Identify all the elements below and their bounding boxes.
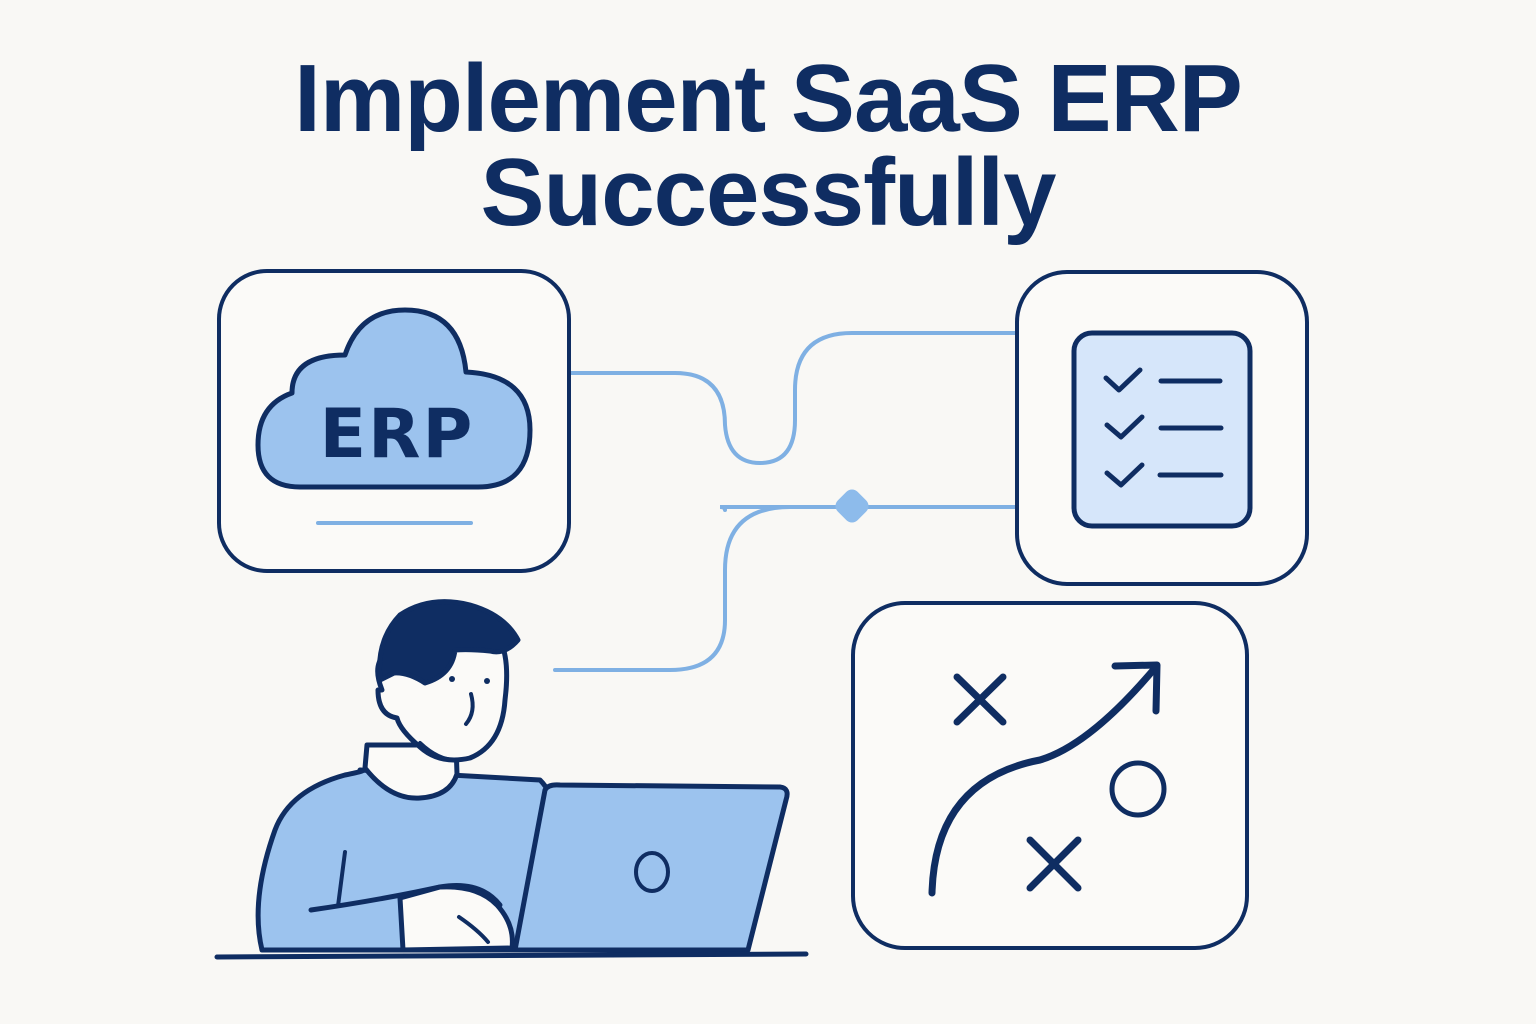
connector-lines [553, 331, 1018, 672]
person-icon [255, 599, 555, 953]
page-title: Implement SaaS ERP Successfully [0, 45, 1536, 246]
checklist-card [1015, 270, 1309, 586]
laptop-icon [512, 782, 790, 953]
erp-cloud-card [217, 269, 571, 573]
connector-node-icon [835, 489, 869, 523]
desk-line [214, 951, 809, 960]
strategy-play-icon [928, 661, 1167, 897]
title-line-2: Successfully [480, 139, 1057, 246]
cloud-icon [255, 307, 533, 490]
title-line-1: Implement SaaS ERP [294, 45, 1243, 152]
strategy-card [851, 601, 1249, 950]
erp-label: ERP [319, 395, 475, 474]
checklist-icon [1071, 330, 1253, 529]
